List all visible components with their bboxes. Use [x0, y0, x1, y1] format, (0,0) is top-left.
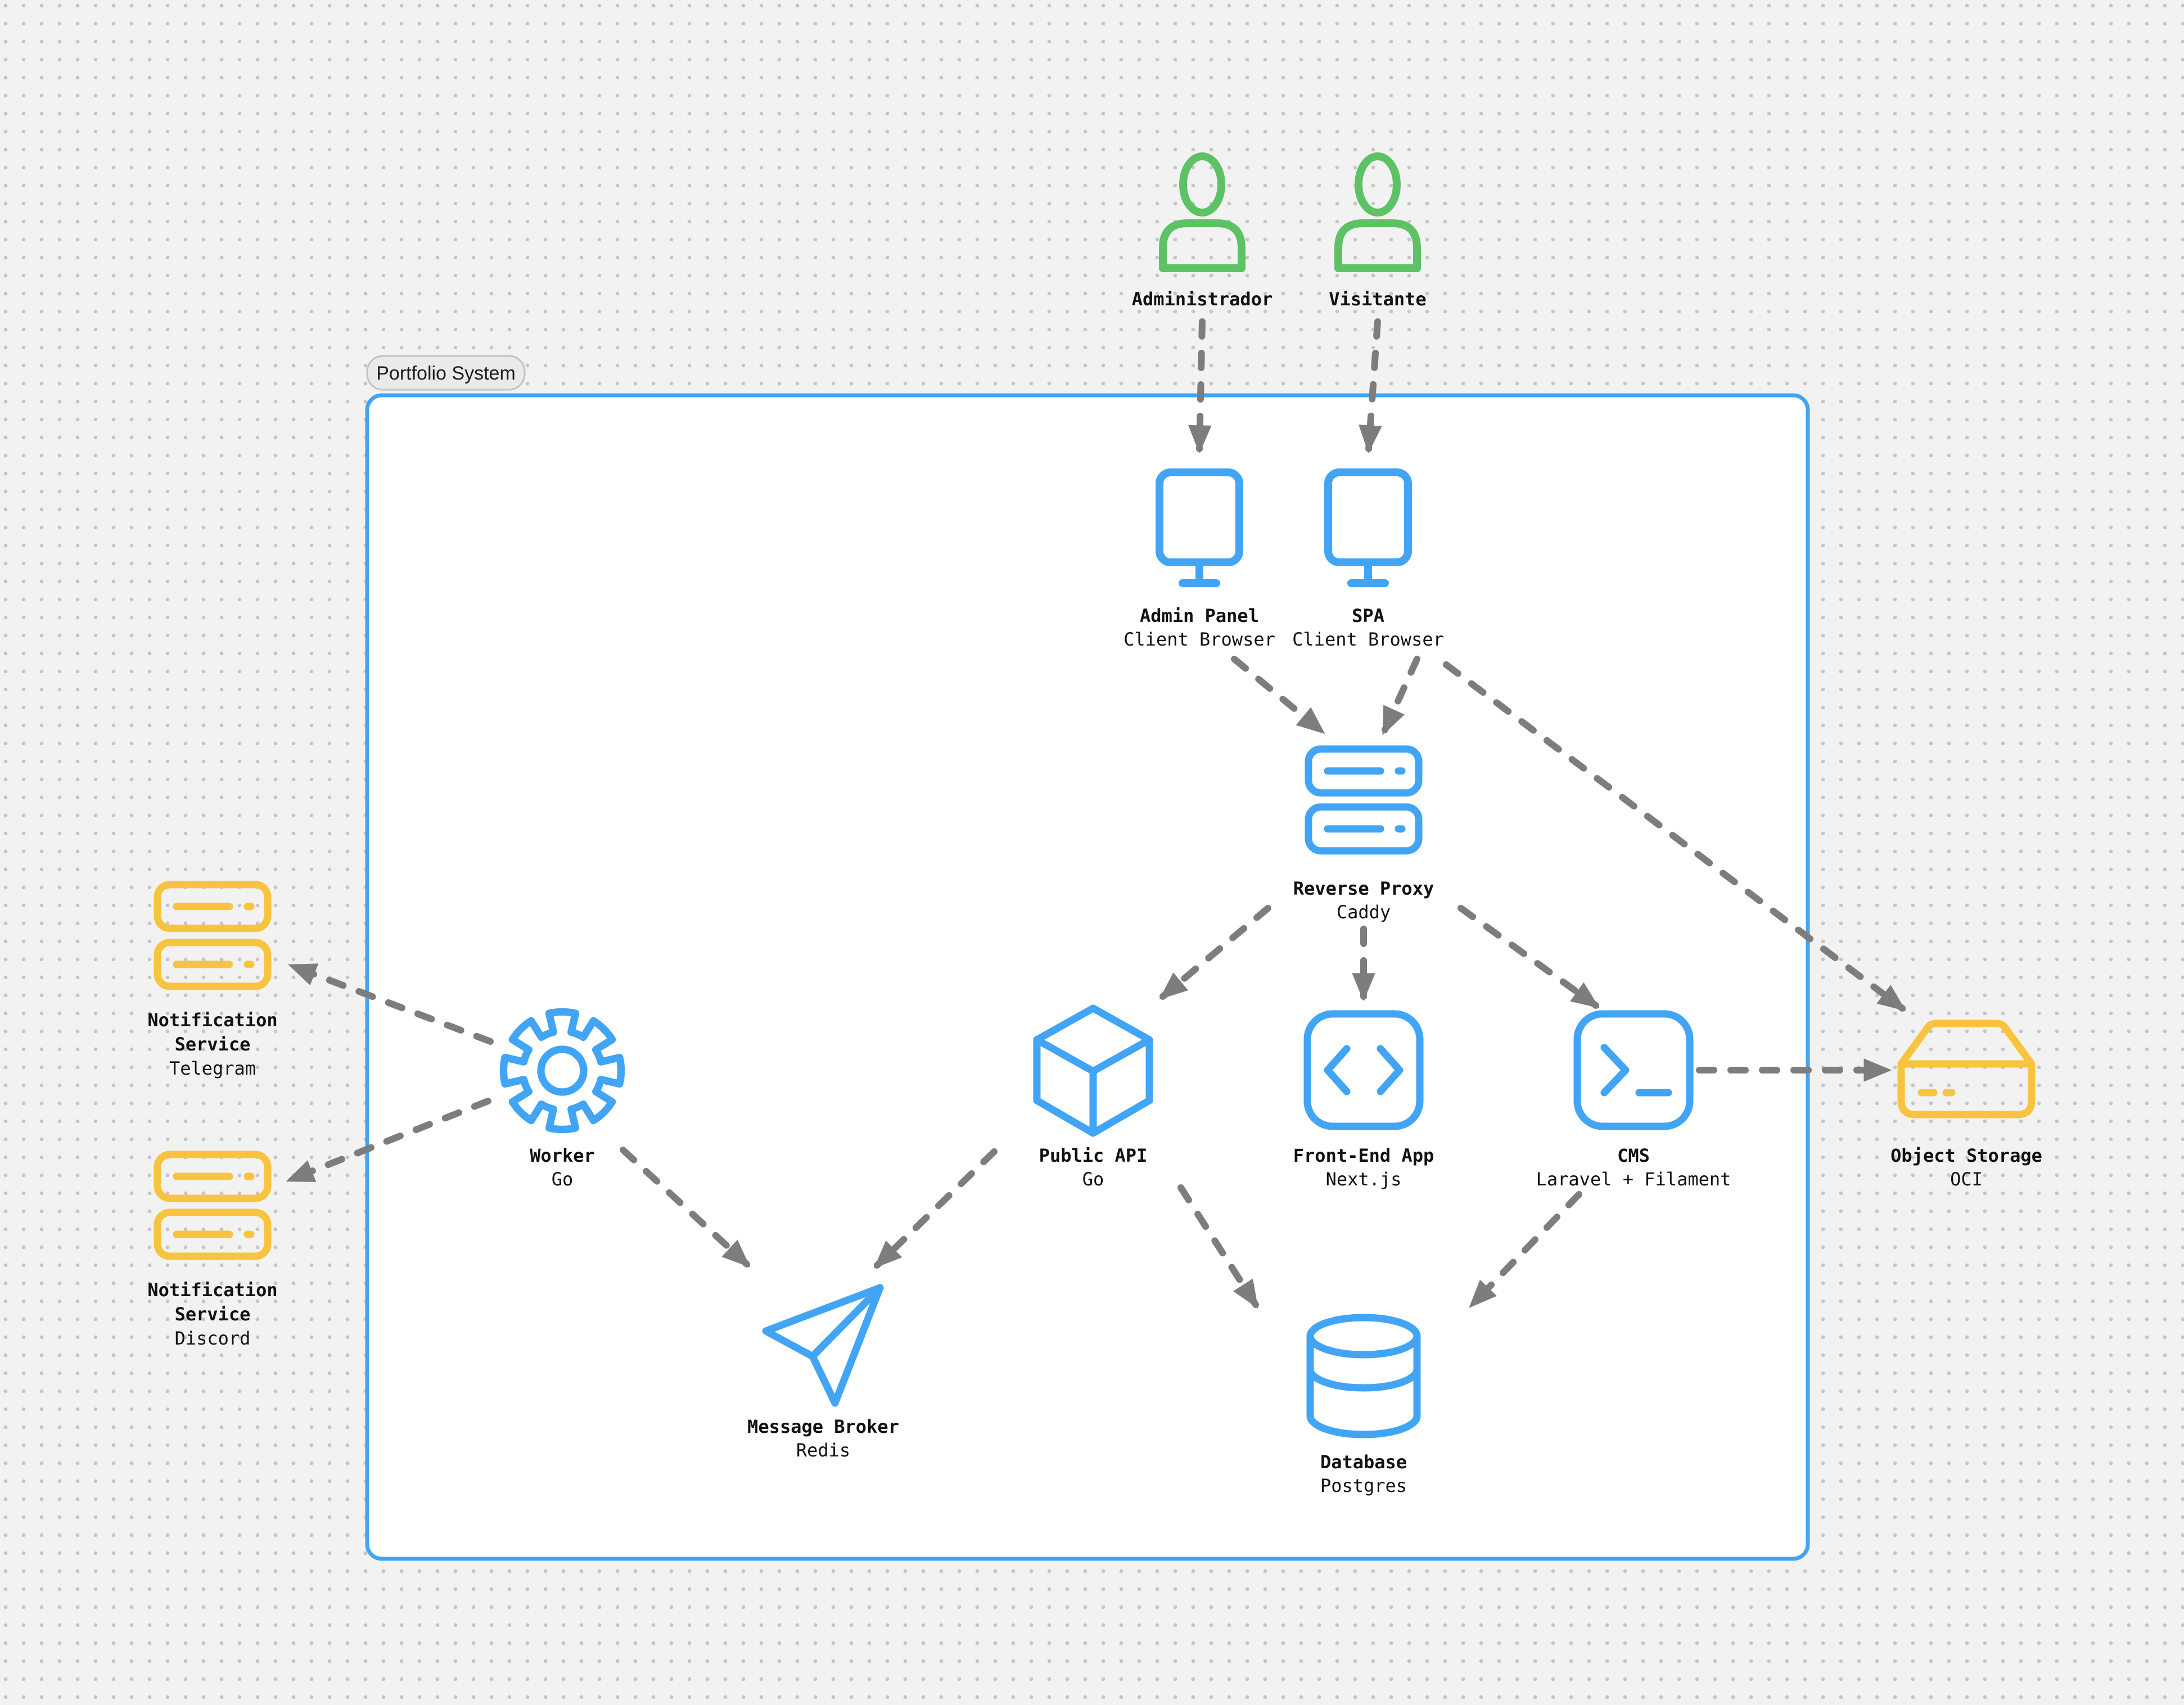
node-tech: Laravel + Filament	[1536, 1169, 1731, 1190]
storage-box-icon	[1897, 1020, 2036, 1118]
edge-reverse-proxy-to-cms	[1457, 905, 1600, 1009]
edge-public-api-to-database	[1177, 1184, 1259, 1309]
edge-worker-to-notification-telegram	[288, 963, 494, 1045]
edge-public-api-to-message-broker	[874, 1148, 998, 1269]
node-tech: Postgres	[1320, 1475, 1407, 1496]
node-cms: CMS Laravel + Filament	[1536, 1010, 1731, 1190]
node-worker: Worker Go	[499, 1008, 625, 1190]
server-stack-icon	[154, 1151, 272, 1260]
code-icon	[1303, 1010, 1424, 1130]
edge-worker-to-notification-discord	[286, 1098, 491, 1183]
node-admin-panel: Admin Panel Client Browser	[1123, 468, 1275, 650]
node-notification-telegram: Notification Service Telegram	[147, 881, 278, 1079]
node-name: Database	[1320, 1451, 1407, 1473]
edge-reverse-proxy-to-public-api	[1159, 905, 1271, 1000]
node-tech: Client Browser	[1292, 629, 1444, 650]
node-name: Worker	[530, 1145, 595, 1166]
edge-spa-to-reverse-proxy	[1381, 656, 1420, 736]
actor-visitante: Visitante	[1329, 152, 1427, 310]
monitor-icon	[1156, 468, 1243, 587]
gear-icon	[499, 1008, 625, 1134]
actor-label: Administrador	[1132, 288, 1273, 310]
server-stack-icon	[154, 881, 272, 990]
node-name: Reverse Proxy	[1293, 878, 1434, 899]
node-name-line1: Notification	[147, 1009, 277, 1031]
paper-plane-icon	[762, 1284, 884, 1407]
node-name: Message Broker	[747, 1416, 899, 1437]
node-name: Object Storage	[1890, 1145, 2042, 1166]
actor-label: Visitante	[1329, 288, 1426, 310]
node-public-api: Public API Go	[1033, 1004, 1153, 1190]
actor-administrador: Administrador	[1132, 152, 1273, 310]
node-name: SPA	[1352, 605, 1384, 626]
node-name-line2: Service	[175, 1303, 251, 1325]
server-stack-icon	[1305, 745, 1423, 855]
node-name-line1: Notification	[147, 1279, 277, 1301]
node-tech: Go	[552, 1169, 574, 1190]
edge-visitante-to-spa	[1359, 318, 1382, 454]
boundary-label-pill: Portfolio System	[366, 355, 526, 391]
edge-worker-to-message-broker	[620, 1147, 751, 1268]
edges	[286, 318, 1906, 1309]
monitor-icon	[1324, 468, 1412, 587]
node-name: Admin Panel	[1140, 605, 1259, 626]
node-name-line2: Service	[175, 1034, 251, 1055]
edge-administrador-to-admin-panel	[1188, 318, 1212, 454]
node-front-end: Front-End App Next.js	[1293, 1010, 1434, 1190]
edge-admin-panel-to-reverse-proxy	[1231, 656, 1325, 734]
person-icon	[1159, 152, 1246, 272]
node-database: Database Postgres	[1306, 1314, 1421, 1496]
node-tech: Client Browser	[1123, 629, 1275, 650]
node-name: Front-End App	[1293, 1145, 1434, 1166]
node-notification-discord: Notification Service Discord	[147, 1151, 278, 1349]
node-tech: Go	[1082, 1169, 1104, 1190]
edge-spa-to-object-storage	[1443, 661, 1906, 1012]
person-icon	[1334, 152, 1421, 272]
node-name: Public API	[1039, 1145, 1148, 1166]
node-tech: Discord	[175, 1328, 251, 1349]
node-message-broker: Message Broker Redis	[747, 1284, 899, 1461]
portfolio-system-boundary	[365, 393, 1810, 1561]
node-name: CMS	[1617, 1145, 1650, 1166]
node-tech: Caddy	[1337, 901, 1391, 923]
terminal-icon	[1573, 1010, 1694, 1130]
node-reverse-proxy: Reverse Proxy Caddy	[1293, 745, 1434, 923]
node-object-storage: Object Storage OCI	[1890, 1020, 2042, 1190]
database-icon	[1306, 1314, 1421, 1438]
node-tech: Redis	[796, 1440, 850, 1461]
node-tech: Telegram	[169, 1058, 256, 1079]
node-tech: Next.js	[1326, 1169, 1402, 1190]
cube-icon	[1033, 1004, 1153, 1137]
edge-cms-to-database	[1469, 1191, 1582, 1308]
boundary-label: Portfolio System	[376, 363, 516, 384]
node-tech: OCI	[1950, 1169, 1983, 1190]
node-spa: SPA Client Browser	[1292, 468, 1444, 650]
